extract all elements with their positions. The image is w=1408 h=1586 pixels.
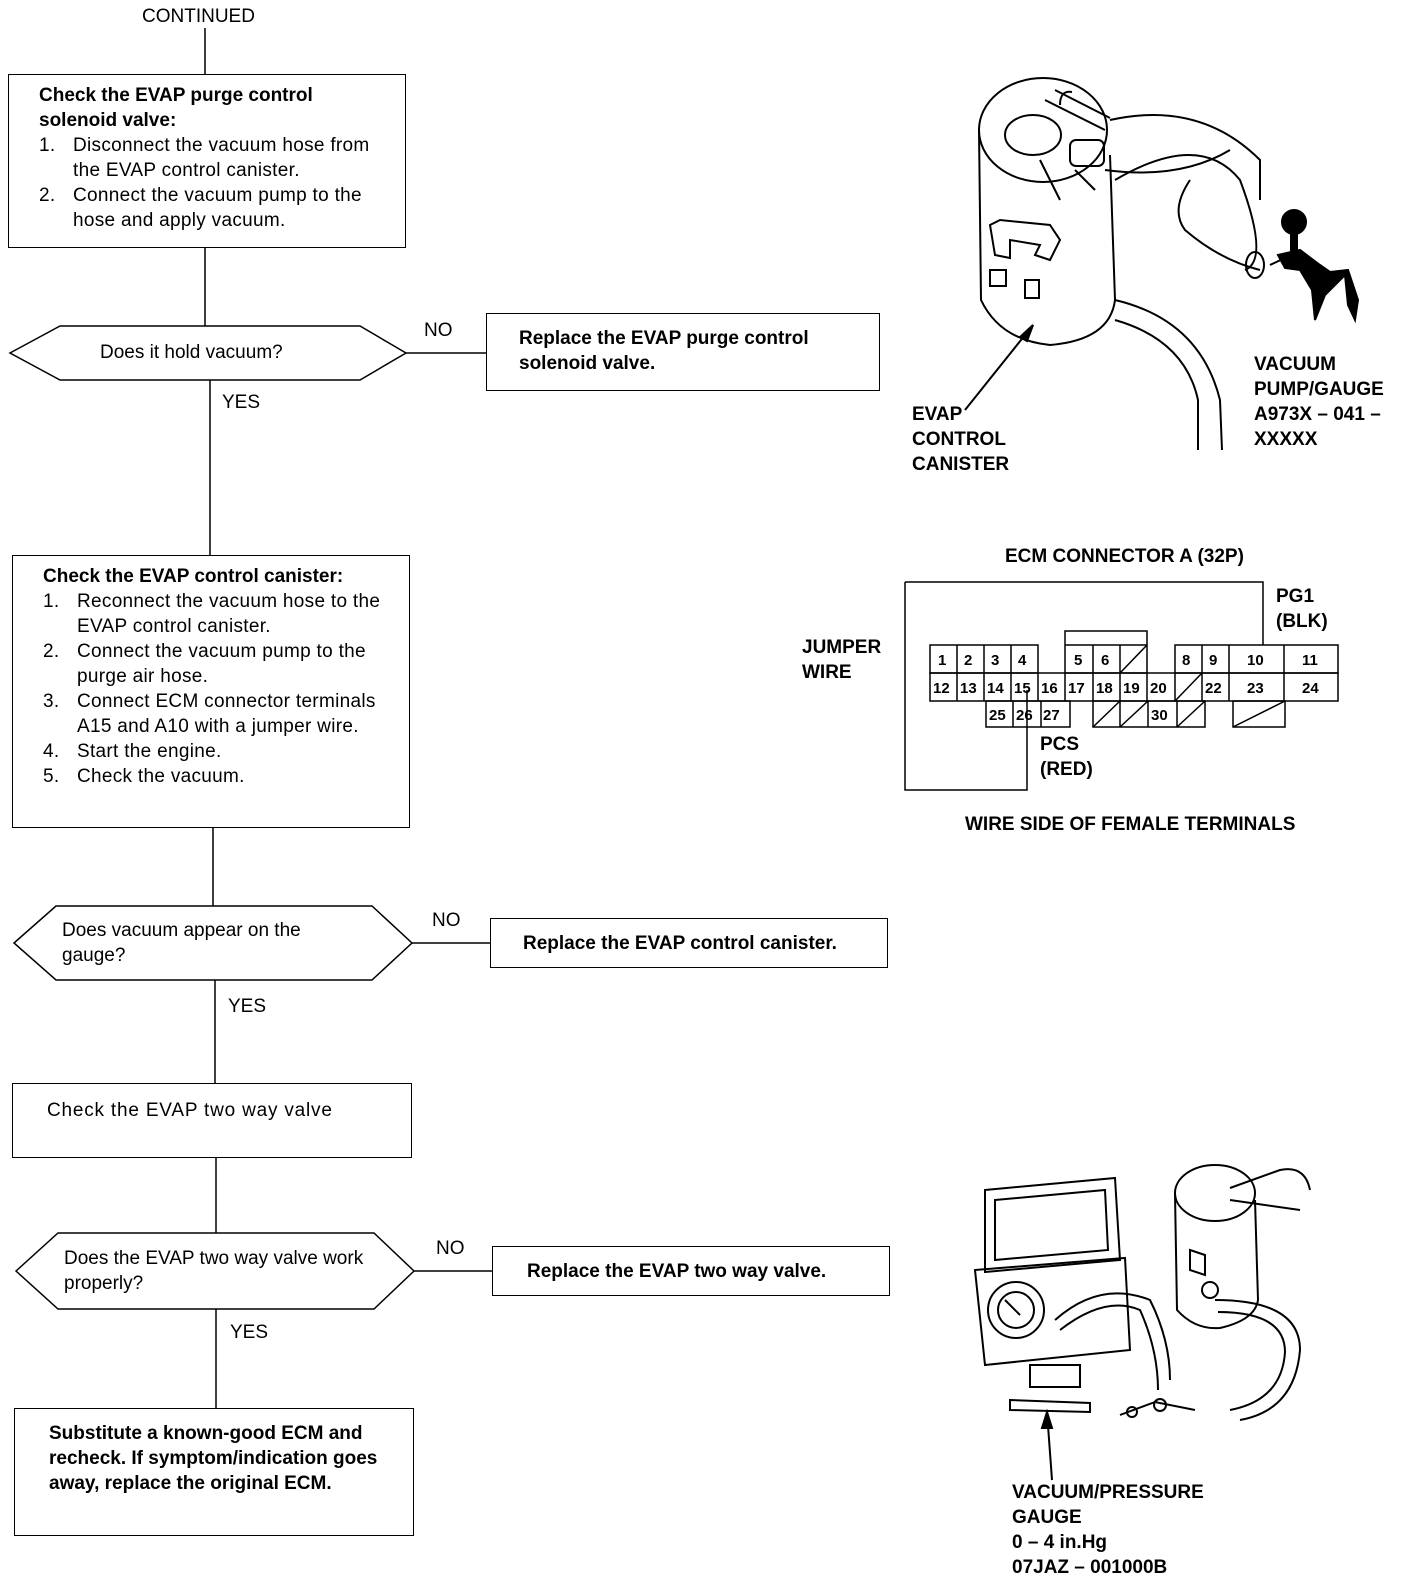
svg-text:1: 1	[938, 652, 946, 669]
step-title: Check the EVAP control canister:	[43, 566, 344, 587]
list-item: 2.Connect the vacuum pump to the purge a…	[43, 641, 366, 687]
svg-text:12: 12	[933, 680, 950, 697]
svg-text:27: 27	[1043, 707, 1060, 724]
svg-text:18: 18	[1096, 680, 1113, 697]
svg-text:25: 25	[989, 707, 1006, 724]
result-replace-two-way-valve: Replace the EVAP two way valve.	[492, 1246, 890, 1296]
ecm-connector-diagram	[904, 581, 1339, 791]
step-list: 1.Disconnect the vacuum hose from the EV…	[39, 133, 391, 233]
list-item: 5.Check the vacuum.	[43, 766, 245, 787]
canister-label: EVAP CONTROL CANISTER	[912, 404, 1010, 475]
yes-label: YES	[222, 392, 261, 413]
yes-label: YES	[228, 996, 267, 1017]
svg-text:15: 15	[1014, 680, 1031, 697]
list-item: 3.Connect ECM connector terminals A15 an…	[43, 691, 376, 737]
svg-text:16: 16	[1041, 680, 1058, 697]
svg-text:23: 23	[1247, 680, 1264, 697]
list-item: 4.Start the engine.	[43, 741, 222, 762]
svg-text:4: 4	[1018, 652, 1027, 669]
list-item: 2.Connect the vacuum pump to the hose an…	[39, 185, 362, 231]
vacuum-pressure-gauge-label: VACUUM/PRESSURE GAUGE 0 – 4 in.Hg 07JAZ …	[1012, 1482, 1204, 1578]
step-title: Check the EVAP purge control solenoid va…	[39, 85, 313, 131]
question-text: Does the EVAP two way valve work properl…	[64, 1248, 364, 1294]
list-item: 1.Disconnect the vacuum hose from the EV…	[39, 135, 370, 181]
pg1-label: PG1 (BLK)	[1276, 586, 1328, 632]
step-check-canister: Check the EVAP control canister: 1.Recon…	[12, 555, 410, 828]
svg-text:10: 10	[1247, 652, 1264, 669]
step-check-two-way-valve: Check the EVAP two way valve	[12, 1083, 412, 1158]
vacuum-pump-label: VACUUM PUMP/GAUGE A973X – 041 – XXXXX	[1254, 354, 1384, 450]
svg-text:19: 19	[1123, 680, 1140, 697]
svg-text:24: 24	[1302, 680, 1319, 697]
step-check-purge-solenoid: Check the EVAP purge control solenoid va…	[8, 74, 406, 248]
svg-text:14: 14	[987, 680, 1004, 697]
step-text: Check the EVAP two way valve	[47, 1100, 333, 1121]
result-replace-solenoid: Replace the EVAP purge control solenoid …	[486, 313, 880, 391]
step-list: 1.Reconnect the vacuum hose to the EVAP …	[43, 589, 395, 789]
no-label: NO	[436, 1238, 465, 1259]
vacuum-pressure-gauge-illustration	[973, 1164, 1311, 1481]
svg-text:3: 3	[991, 652, 999, 669]
yes-label: YES	[230, 1322, 269, 1343]
no-label: NO	[424, 320, 453, 341]
question-text: Does it hold vacuum?	[100, 342, 283, 363]
continued-label: CONTINUED	[142, 6, 255, 27]
svg-text:5: 5	[1074, 652, 1082, 669]
jumper-wire-label: JUMPER WIRE	[802, 637, 882, 683]
svg-text:22: 22	[1205, 680, 1222, 697]
ecm-connector-title: ECM CONNECTOR A (32P)	[1005, 546, 1244, 567]
pcs-label: PCS (RED)	[1040, 734, 1093, 780]
list-item: 1.Reconnect the vacuum hose to the EVAP …	[43, 591, 381, 637]
connector-caption: WIRE SIDE OF FEMALE TERMINALS	[965, 814, 1296, 835]
step-text: Substitute a known-good ECM and recheck.…	[49, 1423, 378, 1494]
svg-text:17: 17	[1068, 680, 1085, 697]
canister-pump-illustration	[964, 77, 1360, 451]
svg-text:2: 2	[964, 652, 972, 669]
result-replace-canister: Replace the EVAP control canister.	[490, 918, 888, 968]
svg-text:9: 9	[1209, 652, 1217, 669]
svg-text:13: 13	[960, 680, 977, 697]
svg-text:11: 11	[1302, 652, 1318, 669]
svg-text:26: 26	[1016, 707, 1033, 724]
svg-text:6: 6	[1101, 652, 1109, 669]
step-substitute-ecm: Substitute a known-good ECM and recheck.…	[14, 1408, 414, 1536]
no-label: NO	[432, 910, 461, 931]
svg-text:8: 8	[1182, 652, 1190, 669]
svg-text:20: 20	[1150, 680, 1167, 697]
svg-text:30: 30	[1151, 707, 1168, 724]
question-text: Does vacuum appear on the gauge?	[62, 920, 301, 966]
